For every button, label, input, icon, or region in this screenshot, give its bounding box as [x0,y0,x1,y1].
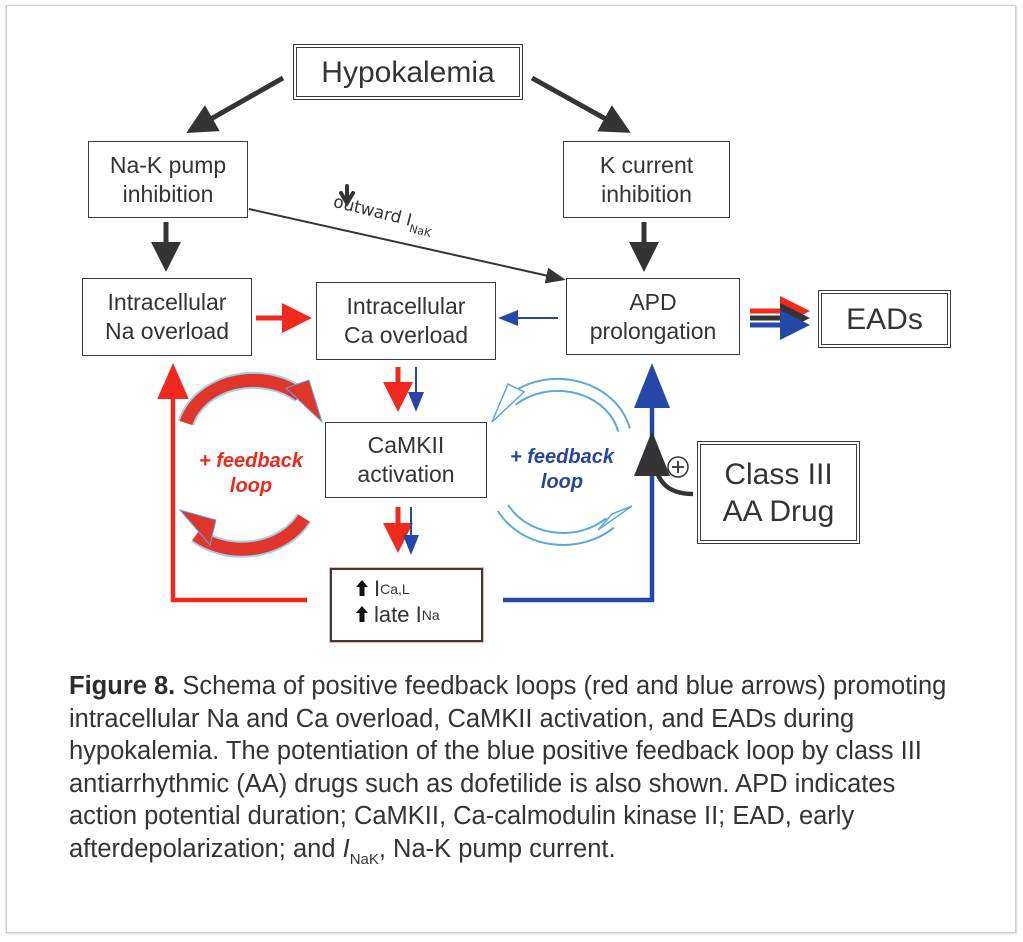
node-na-overload: Intracellular Na overload [82,278,252,356]
caption-inak-symbol: I [342,834,350,863]
current-late-ina-prefix: late I [374,602,422,627]
arrow-apd-to-eads [750,296,810,340]
current-ical-prefix: I [374,576,381,601]
node-ca-overload: Intracellular Ca overload [316,282,496,360]
caption-text-end: , Na-K pump current. [378,834,616,863]
arrow-currents-to-na-overload [157,363,307,603]
node-class3-line1: Class III [724,457,833,491]
arrow-hypokalemia-to-nak-pump [186,75,285,133]
node-camkii-line2: activation [357,461,455,487]
node-ca-overload-line2: Ca overload [343,322,469,348]
blue-feedback-loop-label: + feedback loop [497,445,627,495]
blue-feedback-line1: + feedback [510,446,614,468]
node-nak-pump-line1: Na-K pump [109,151,227,178]
figure-caption: Figure 8. Schema of positive feedback lo… [69,670,949,876]
up-arrow-icon [356,580,368,596]
caption-label: Figure 8. [69,672,176,700]
node-apd-prolongation: APD prolongation [566,278,740,355]
node-hypokalemia: Hypokalemia [293,44,523,100]
caption-text: Schema of positive feedback loops (red a… [69,672,947,863]
node-na-overload-line1: Intracellular [107,289,227,315]
arrow-hypokalemia-to-k-current [530,75,631,133]
node-camkii-line1: CaMKII [367,432,445,458]
current-ical-sub: Ca,L [380,581,410,597]
node-ca-overload-line1: Intracellular [346,293,466,319]
down-arrow-icon [339,184,355,207]
node-class3-line2: AA Drug [722,494,835,528]
current-late-ina-sub: Na [421,607,440,623]
caption-inak-sub: NaK [349,850,379,868]
red-feedback-line2: loop [229,475,273,497]
node-eads-label: EADs [846,302,923,336]
node-k-current-inhibition: K current inhibition [563,141,730,218]
plus-sign-icon [667,456,689,478]
blue-feedback-loop-arrows-icon [491,377,633,546]
node-apd-line1: APD [629,288,677,315]
up-arrow-icon [356,606,368,622]
arrow-nak-pump-to-apd [248,208,566,284]
node-k-current-line2: inhibition [601,180,692,207]
node-na-overload-line2: Na overload [104,318,230,344]
red-feedback-loop-arrows-icon [177,371,324,558]
blue-feedback-line2: loop [540,471,584,493]
arrow-class3-to-blue-loop [634,431,694,497]
red-feedback-loop-label: + feedback loop [186,449,316,499]
node-class3-aa-drug: Class III AA Drug [697,441,860,544]
node-apd-line2: prolongation [589,317,717,344]
node-camkii-activation: CaMKII activation [325,422,487,498]
node-eads: EADs [818,290,951,348]
red-feedback-line1: + feedback [199,450,303,472]
node-k-current-line1: K current [599,151,694,178]
node-nak-pump-line2: inhibition [122,180,214,207]
node-hypokalemia-label: Hypokalemia [321,55,495,89]
node-nak-pump-inhibition: Na-K pump inhibition [88,141,248,218]
